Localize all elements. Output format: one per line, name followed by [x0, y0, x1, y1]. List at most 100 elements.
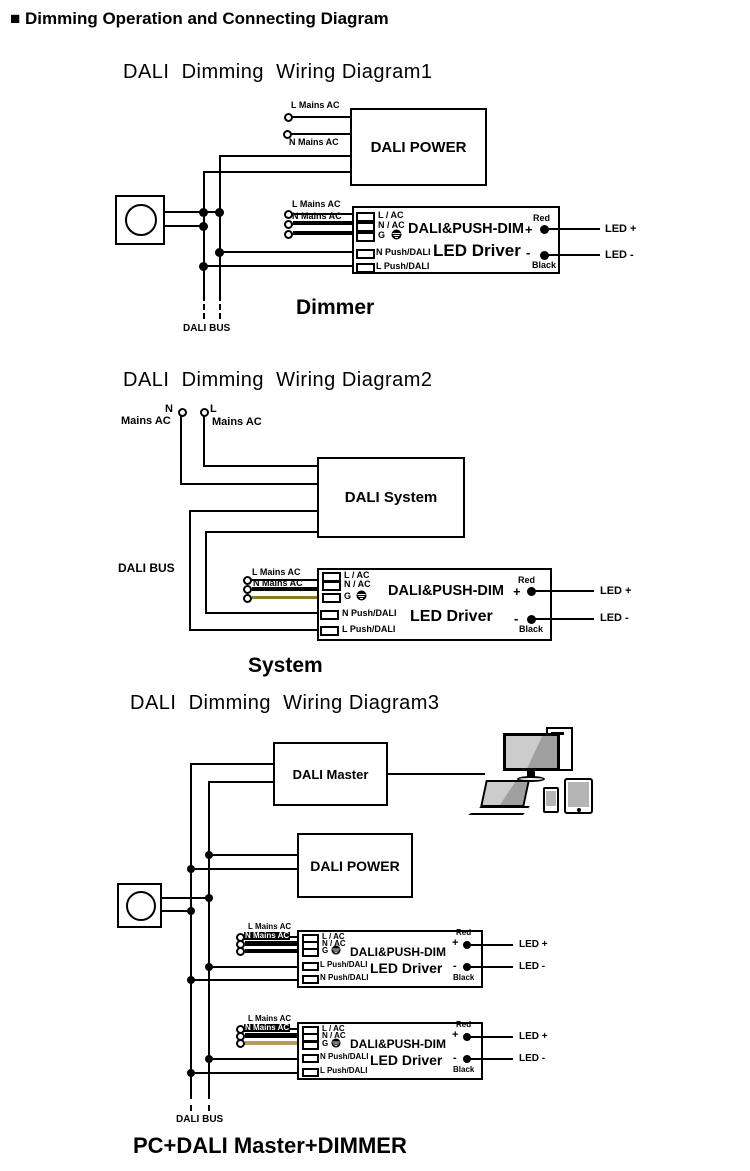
driver-name-line2: LED Driver [410, 608, 493, 625]
wire [189, 510, 317, 512]
wire [547, 228, 600, 230]
wire [534, 590, 594, 592]
junction-dot [199, 262, 208, 271]
output-dot [540, 251, 549, 260]
terminal [302, 1068, 319, 1077]
driver-name-line1: DALI&PUSH-DIM [350, 1037, 446, 1051]
page-title: ■ Dimming Operation and Connecting Diagr… [10, 9, 389, 28]
black-output-label: Black [453, 1065, 475, 1074]
terminal-label: N / AC [322, 939, 346, 948]
terminal-label: N / AC [344, 579, 371, 589]
wire [293, 231, 352, 235]
terminal-circle [243, 594, 252, 603]
l-mains-label: L Mains AC [248, 1014, 292, 1023]
wire [252, 587, 317, 591]
wire [180, 483, 317, 485]
wire [208, 1058, 297, 1060]
terminal [356, 232, 375, 242]
diagram2-caption: System [248, 654, 323, 677]
led-plus-label: LED + [605, 223, 637, 235]
wire [547, 254, 600, 256]
dimmer-knob-icon [125, 204, 157, 236]
wire [162, 910, 194, 912]
diagram2-title: DALI Dimming Wiring Diagram2 [123, 369, 433, 391]
junction-dot [187, 976, 195, 984]
dali-bus-dashed-end [203, 295, 205, 319]
wire [203, 465, 317, 467]
wire [219, 251, 352, 253]
junction-dot [215, 248, 224, 257]
junction-dot [205, 894, 213, 902]
ground-icon [331, 945, 341, 955]
output-dot [527, 615, 536, 624]
terminal-circle [236, 1039, 245, 1048]
terminal-label: G [322, 946, 329, 955]
dali-bus-label: DALI BUS [176, 1114, 224, 1125]
dali-bus-line [219, 155, 221, 295]
wire [245, 949, 297, 953]
led-driver-box [297, 930, 483, 988]
wire [203, 171, 350, 173]
dali-master-box: DALI Master [273, 742, 388, 806]
wire [180, 415, 182, 485]
red-output-label: Red [518, 575, 536, 585]
led-minus-label: LED - [519, 961, 546, 972]
wire [469, 966, 513, 968]
black-output-label: Black [519, 624, 544, 634]
diagram3-title: DALI Dimming Wiring Diagram3 [130, 692, 440, 714]
terminal-label: N Push/DALI [320, 1052, 369, 1061]
dali-bus-line [203, 171, 205, 295]
terminal [320, 610, 339, 620]
terminal [302, 1041, 319, 1050]
led-plus-label: LED + [519, 1031, 548, 1042]
ground-wire [252, 596, 317, 599]
wire [205, 612, 317, 614]
black-output-label: Black [532, 260, 557, 270]
junction-dot [187, 907, 195, 915]
monitor-base [517, 776, 545, 782]
ground-wire [245, 1041, 297, 1045]
led-minus-label: LED - [605, 249, 634, 261]
terminal [356, 222, 375, 232]
n-label: N [165, 403, 173, 415]
led-driver-box [297, 1022, 483, 1080]
output-dot [463, 941, 471, 949]
l-mains-label: L Mains AC [292, 199, 341, 209]
wire [245, 941, 297, 946]
junction-dot [187, 1069, 195, 1077]
terminal-circle [178, 408, 187, 417]
terminal-label: N Push/DALI [342, 608, 397, 618]
terminal [356, 263, 375, 273]
l-label: L [210, 403, 217, 415]
driver-name-line2: LED Driver [370, 960, 443, 976]
ground-icon [356, 590, 367, 601]
wire [291, 213, 352, 215]
wire [190, 868, 297, 870]
wire [293, 221, 352, 225]
diagram1-title: DALI Dimming Wiring Diagram1 [123, 61, 433, 83]
wire [219, 155, 350, 157]
l-mains-label: L Mains AC [291, 100, 340, 110]
wire [205, 531, 317, 533]
wire [203, 265, 352, 267]
smartphone-screen [546, 791, 556, 806]
led-minus-label: LED - [600, 612, 629, 624]
dali-bus-line [205, 531, 207, 614]
terminal-label: L / AC [322, 1024, 345, 1033]
minus-sign: - [453, 1052, 457, 1064]
driver-name-line1: DALI&PUSH-DIM [408, 221, 524, 237]
wire [203, 415, 205, 467]
l-mains-label: L Mains AC [248, 922, 292, 931]
laptop-icon [480, 780, 530, 807]
wire [208, 966, 297, 968]
terminal-label: L Push/DALI [320, 960, 368, 969]
terminal-label: G [322, 1039, 329, 1048]
terminal [302, 1054, 319, 1063]
laptop-base [468, 806, 530, 815]
n-mains-label: N Mains AC [289, 137, 339, 147]
terminal-label: G [344, 591, 352, 601]
terminal-label: N / AC [378, 220, 405, 230]
junction-dot [187, 865, 195, 873]
wire [290, 133, 350, 135]
